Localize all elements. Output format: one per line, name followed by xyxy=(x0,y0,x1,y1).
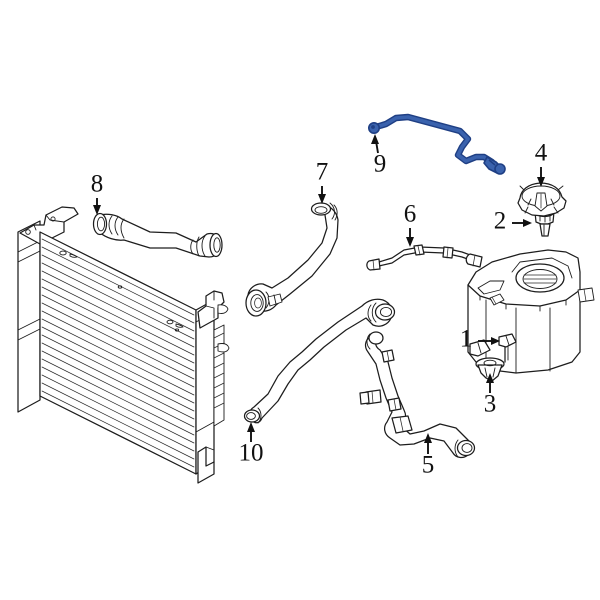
hose-coolant-supply[interactable] xyxy=(243,298,396,424)
callout-number-6: 6 xyxy=(404,201,417,228)
expansion-tank-mounting-grommet[interactable] xyxy=(498,333,517,363)
callout-9[interactable]: 9 xyxy=(371,134,386,178)
callout-6[interactable]: 6 xyxy=(404,201,417,247)
hose-expansion-tank-feed-highlighted[interactable] xyxy=(367,113,506,175)
callout-number-10: 10 xyxy=(239,440,264,467)
callout-number-4: 4 xyxy=(535,140,548,167)
callout-2[interactable]: 2 xyxy=(494,208,532,235)
hose-lower-return[interactable] xyxy=(359,331,476,459)
callout-1[interactable]: 1 xyxy=(460,326,500,353)
callout-4[interactable]: 4 xyxy=(535,140,548,187)
hose-vent-bleed-line[interactable] xyxy=(366,244,483,271)
callout-number-5: 5 xyxy=(422,452,435,479)
callout-3[interactable]: 3 xyxy=(484,373,497,418)
hose-radiator-inlet[interactable] xyxy=(92,212,223,258)
callout-number-1: 1 xyxy=(460,326,473,353)
callout-number-2: 2 xyxy=(494,208,507,235)
coolant-expansion-tank[interactable] xyxy=(467,249,595,374)
hose-upper-radiator[interactable] xyxy=(245,202,339,317)
callout-number-9: 9 xyxy=(374,151,387,178)
callout-8[interactable]: 8 xyxy=(91,171,104,215)
callout-5[interactable]: 5 xyxy=(422,433,435,479)
callout-number-3: 3 xyxy=(484,391,497,418)
callout-10[interactable]: 10 xyxy=(239,422,264,467)
radiator-core-assembly[interactable] xyxy=(17,206,230,484)
callout-7[interactable]: 7 xyxy=(316,159,329,204)
callout-number-8: 8 xyxy=(91,171,104,198)
expansion-tank-pressure-cap[interactable] xyxy=(517,179,567,217)
callout-number-7: 7 xyxy=(316,159,329,186)
